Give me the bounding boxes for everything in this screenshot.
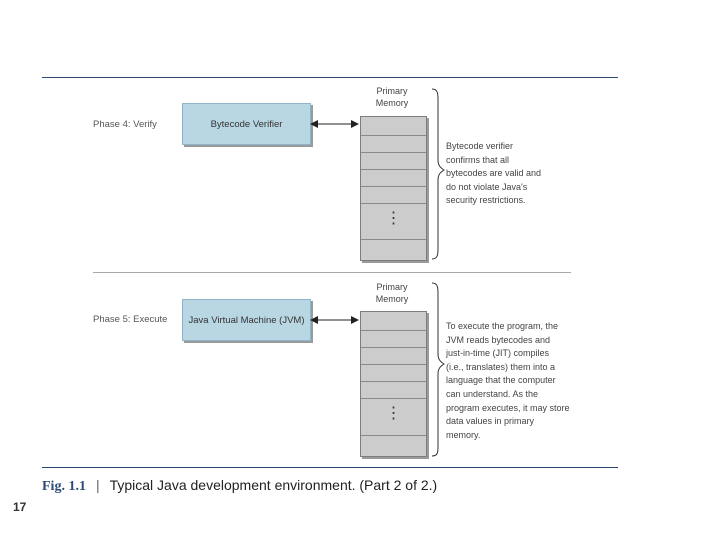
phase5-memory-column: ⋮ <box>360 311 427 457</box>
phase4-memory-title-line2: Memory <box>375 98 409 108</box>
phase5-note-line: memory. <box>446 429 481 440</box>
phase5-label: Phase 5: Execute <box>93 314 168 325</box>
memory-cell-divider <box>361 203 426 204</box>
memory-cell-divider <box>361 186 426 187</box>
phase4-note-line: security restrictions. <box>446 195 526 206</box>
memory-cell-divider <box>361 398 426 399</box>
memory-cell-divider <box>361 169 426 170</box>
phase4-label: Phase 4: Verify <box>93 119 157 130</box>
caption-separator: | <box>95 477 100 493</box>
phase4-note-line: Bytecode verifier <box>446 141 514 151</box>
phase-separator <box>93 272 571 273</box>
phase4-memory-column: ⋮ <box>360 116 427 261</box>
bytecode-verifier-box: Bytecode Verifier <box>182 103 311 145</box>
memory-cell-divider <box>361 364 426 365</box>
phase4-note-line: do not violate Java's <box>446 181 528 192</box>
phase5-note-line: language that the computer <box>446 375 556 386</box>
memory-cell-divider <box>361 347 426 348</box>
memory-cell-divider <box>361 135 426 136</box>
phase5-note-line: To execute the program, the <box>446 321 559 331</box>
phase5-note-line: JVM reads bytecodes and <box>446 334 551 345</box>
memory-cell-divider <box>361 152 426 153</box>
phase5-note-line: can understand. As the <box>446 388 539 399</box>
phase4-note: Bytecode verifier confirms that all byte… <box>446 140 541 208</box>
figure-number: Fig. 1.1 <box>42 479 86 494</box>
phase5-memory-title-line2: Memory <box>375 294 409 304</box>
page-number: 17 <box>13 500 27 514</box>
phase4-note-line: bytecodes are valid and <box>446 168 542 179</box>
phase4-note-line: confirms that all <box>446 154 510 165</box>
top-rule <box>42 77 618 78</box>
caption-text: Typical Java development environment. (P… <box>109 477 438 493</box>
memory-cell-divider <box>361 239 426 240</box>
phase5-note: To execute the program, the JVM reads by… <box>446 320 570 442</box>
phase4-memory-title: Primary Memory <box>352 85 432 109</box>
phase5-note-line: (i.e., translates) them into a <box>446 361 556 372</box>
phase5-note-line: data values in primary <box>446 416 535 427</box>
memory-cell-divider <box>361 381 426 382</box>
memory-cell-divider <box>361 330 426 331</box>
phase4-brace <box>431 88 445 260</box>
phase5-note-line: program executes, it may store <box>446 402 570 413</box>
phase5-note-line: just-in-time (JIT) compiles <box>446 348 550 359</box>
phase5-brace <box>431 282 445 457</box>
phase4-memory-title-line1: Primary <box>376 86 408 96</box>
phase5-memory-title-line1: Primary <box>376 282 408 292</box>
phase5-memory-title: Primary Memory <box>352 281 432 305</box>
caption-rule <box>42 467 618 468</box>
figure-caption: Fig. 1.1 | Typical Java development enviro… <box>42 477 437 495</box>
memory-cell-divider <box>361 435 426 436</box>
